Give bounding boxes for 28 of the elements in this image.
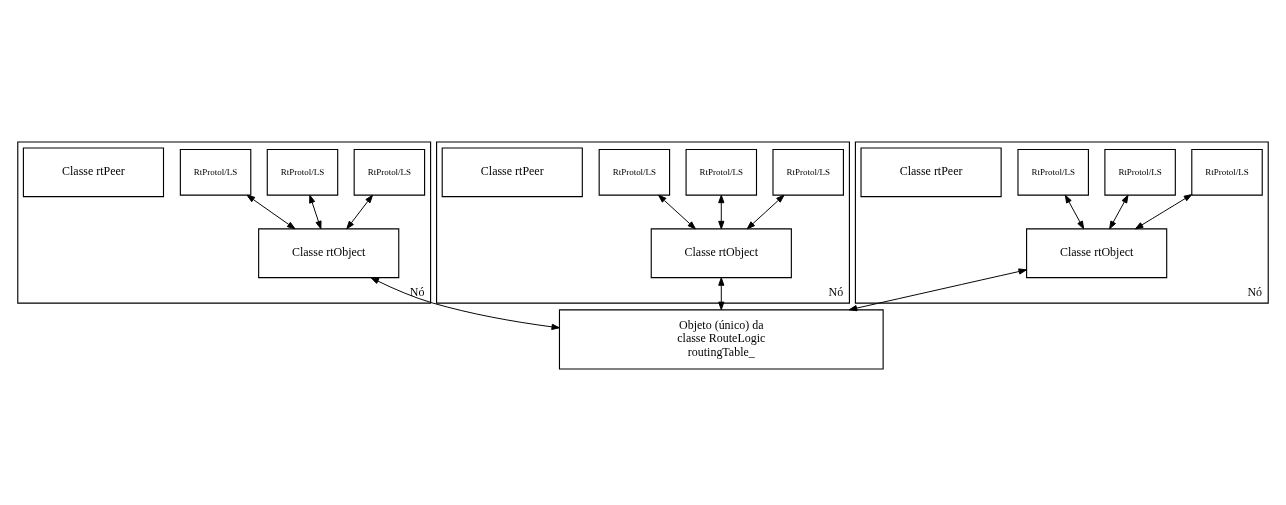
arrow	[718, 194, 725, 230]
node-box: Objeto (único) da classe RouteLogic routingTable_	[558, 309, 884, 370]
node-box: RtProtol/LS	[353, 148, 426, 196]
node-box: RtProtol/LS	[1191, 148, 1263, 196]
arrow	[1064, 194, 1085, 230]
node-box: RtProtol/LS	[179, 148, 252, 196]
node-box: Classe rtPeer	[441, 147, 583, 198]
node-box: RtProtol/LS	[1104, 148, 1176, 196]
node-box: Classe rtObject	[650, 228, 792, 279]
node-box: RtProtol/LS	[266, 148, 339, 196]
arrow	[746, 194, 785, 230]
arrow	[848, 268, 1027, 312]
arrow	[309, 194, 322, 230]
arrow	[370, 277, 560, 330]
node-box: Classe rtPeer	[22, 147, 165, 198]
node-box: Classe rtObject	[258, 228, 400, 279]
node-box: Classe rtObject	[1026, 228, 1168, 279]
arrow	[658, 194, 696, 230]
node-box: RtProtol/LS	[1017, 148, 1089, 196]
node-box: RtProtol/LS	[772, 148, 844, 196]
node-box: Classe rtPeer	[860, 147, 1002, 198]
arrow	[246, 194, 296, 230]
arrow	[1134, 194, 1193, 230]
node-box: RtProtol/LS	[685, 148, 758, 196]
node-box: RtProtol/LS	[598, 148, 671, 196]
arrow	[718, 277, 725, 311]
arrow	[346, 194, 373, 230]
arrow	[1109, 194, 1129, 230]
